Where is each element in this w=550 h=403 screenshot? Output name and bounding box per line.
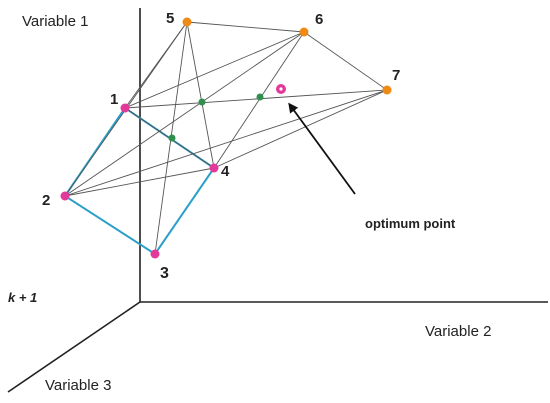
point-2-label: 2 xyxy=(42,192,50,209)
point-4 xyxy=(209,163,219,173)
point-3 xyxy=(150,249,160,259)
point-7 xyxy=(382,85,392,95)
variable-2-label: Variable 2 xyxy=(425,323,491,340)
point-5-label: 5 xyxy=(166,10,174,27)
point-5 xyxy=(182,17,192,27)
optimum-arrow xyxy=(288,102,356,195)
optimum-point-label: optimum point xyxy=(365,216,456,231)
axis-variable-3 xyxy=(7,301,141,393)
centroid-point xyxy=(198,98,206,106)
variable-3-label: Variable 3 xyxy=(45,377,111,394)
point-2 xyxy=(60,191,70,201)
k-plus-1-label: k + 1 xyxy=(8,290,37,305)
centroid-point xyxy=(256,93,264,101)
variable-1-label: Variable 1 xyxy=(22,13,88,30)
point-4-label: 4 xyxy=(221,163,230,180)
simplex-lines xyxy=(64,21,388,255)
centroid-point xyxy=(168,134,176,142)
optimum-marker-center xyxy=(279,87,283,91)
point-1 xyxy=(120,103,130,113)
point-6 xyxy=(299,27,309,37)
point-3-label: 3 xyxy=(160,265,169,282)
point-6-label: 6 xyxy=(315,11,323,28)
point-1-label: 1 xyxy=(110,91,118,108)
point-7-label: 7 xyxy=(392,67,400,84)
